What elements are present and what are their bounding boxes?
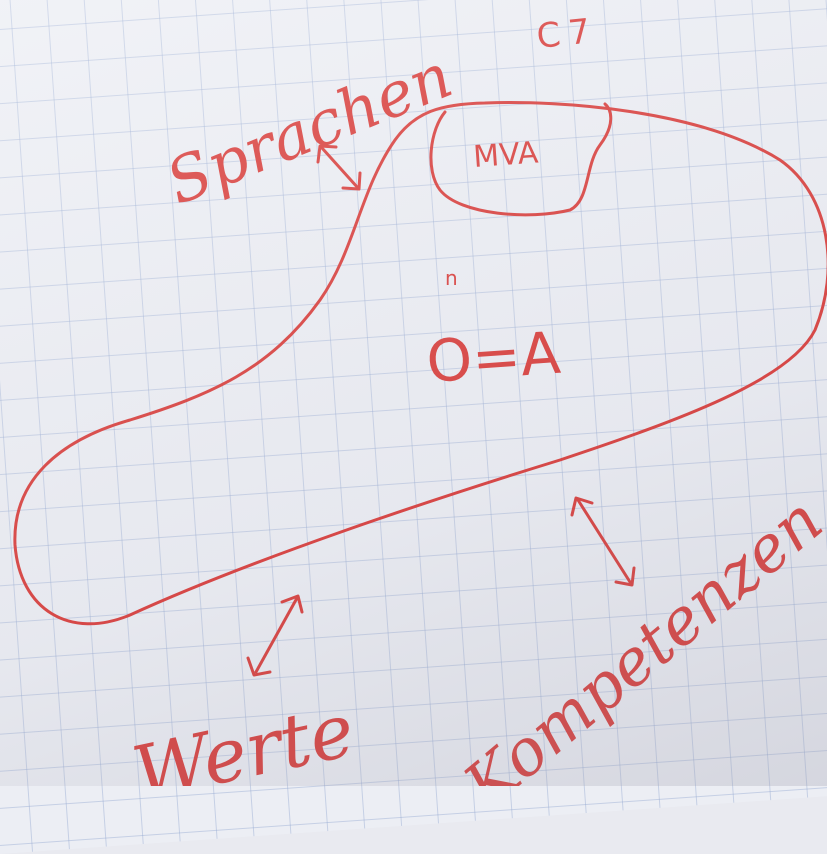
label-sprachen: Sprachen: [156, 39, 462, 219]
label-c7: C7: [535, 11, 600, 57]
arrow-werte-icon: [246, 594, 304, 677]
arrow-kompetenzen-icon: [570, 496, 636, 587]
arrow-sprachen-icon: [316, 144, 362, 191]
label-mva: MVA: [472, 135, 540, 174]
label-formula: O=A: [424, 319, 563, 396]
mva-region-outline: [429, 102, 613, 217]
label-kompetenzen: Kompetenzen: [450, 484, 827, 786]
label-center-mark: n: [445, 266, 458, 290]
hand-drawn-diagram: Sprachen C7 MVA n O=A Werte Kompetenzen: [13, 11, 827, 786]
label-werte: Werte: [126, 687, 362, 786]
outer-loop-outline: [13, 101, 827, 626]
